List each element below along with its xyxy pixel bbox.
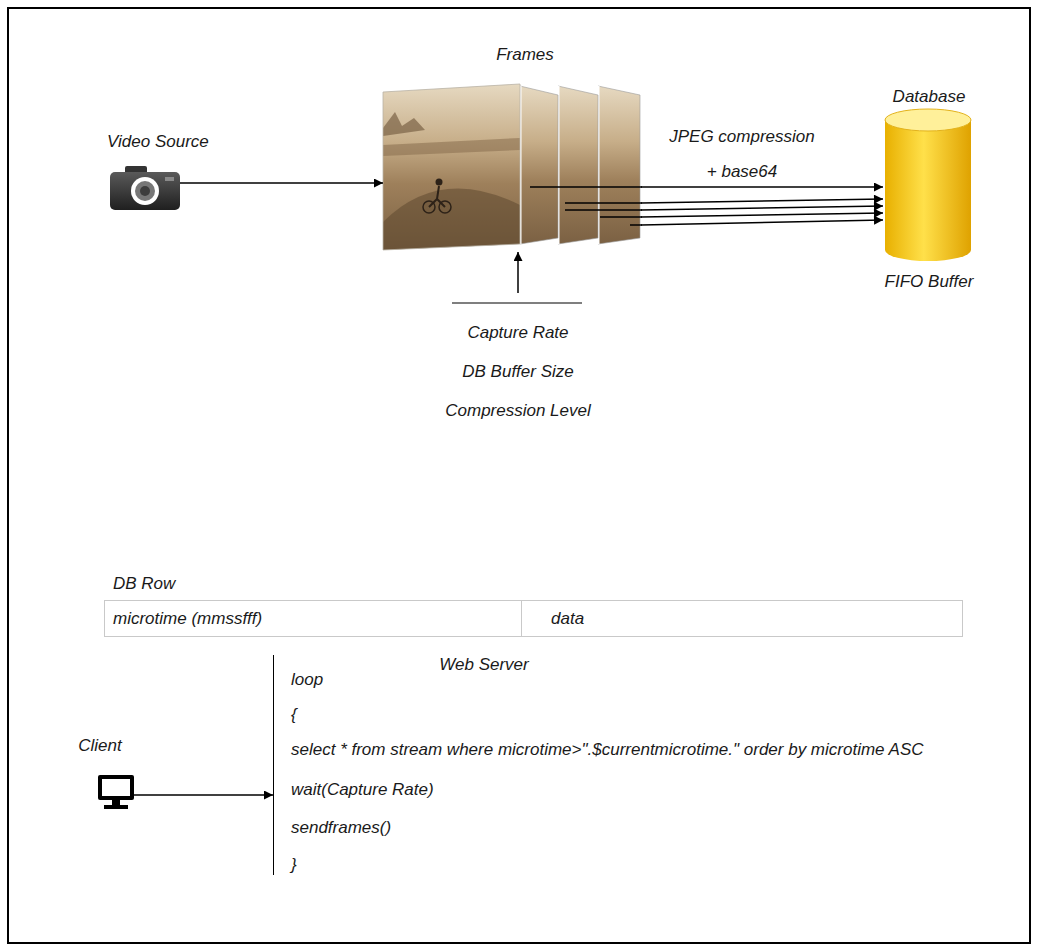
arrow-stub — [630, 224, 642, 226]
code-line: select * from stream where microtime>".$… — [291, 740, 924, 760]
outer-frame — [8, 8, 1030, 943]
monitor-base — [104, 805, 128, 809]
parameter-label: Capture Rate — [467, 323, 568, 343]
cylinder-top — [885, 109, 971, 131]
client: Client — [98, 775, 134, 810]
table-heading: DB Row — [113, 574, 175, 594]
node-heading: Frames — [496, 45, 554, 65]
node-label: Client — [78, 736, 121, 756]
camera-flash — [165, 177, 174, 181]
frame-strip — [520, 86, 558, 244]
node-caption: FIFO Buffer — [885, 272, 974, 292]
photo-horizon — [383, 138, 520, 156]
arrow-stub — [565, 209, 642, 211]
cylinder-body — [885, 120, 971, 261]
camera-lens — [135, 181, 155, 201]
arrow-stub — [530, 186, 642, 188]
monitor-screen — [102, 779, 130, 796]
flow-arrow — [641, 199, 883, 203]
frame-strip — [558, 86, 598, 244]
database-cylinder — [885, 109, 971, 261]
db-row-table: DB Rowmicrotime (mmssfff)data — [104, 600, 963, 637]
frame-strip — [598, 86, 640, 244]
flow-arrow — [180, 182, 383, 184]
flow-arrow — [641, 206, 883, 210]
camera-lens-ring — [131, 177, 159, 205]
code-line: wait(Capture Rate) — [291, 780, 434, 800]
table-cell: data — [551, 609, 584, 629]
node-heading: Database — [893, 87, 966, 107]
parameter-label: DB Buffer Size — [462, 362, 574, 382]
node-label: Video Source — [107, 132, 209, 152]
camera-body — [110, 172, 180, 210]
monitor-frame — [98, 775, 134, 800]
photo-ground — [383, 84, 521, 250]
computer-icon — [98, 775, 134, 809]
rider — [429, 186, 445, 207]
rider-head — [436, 179, 443, 186]
flow-arrow — [134, 794, 273, 796]
code-line: { — [291, 705, 297, 725]
web-server: Web Server loop { select * from stream wher… — [273, 655, 1003, 875]
code-line: } — [291, 855, 297, 875]
photo-trees — [383, 112, 425, 136]
monitor-neck — [112, 800, 120, 805]
camera-icon — [110, 166, 180, 210]
main-frame — [383, 84, 521, 250]
flow-arrow — [641, 220, 883, 225]
flow-arrow — [641, 186, 883, 188]
frames-picture — [383, 84, 642, 250]
video-source: Video Source — [110, 165, 180, 210]
connector-group — [134, 183, 883, 795]
cell-divider — [521, 601, 522, 636]
table-cell: microtime (mmssfff) — [113, 609, 262, 629]
photo-ramp — [383, 189, 520, 250]
node-heading: Web Server — [439, 655, 528, 675]
camera-lens-core — [140, 186, 150, 196]
edge-label: JPEG compression + base64 — [669, 119, 815, 189]
arrow-stub — [565, 202, 642, 204]
database: DatabaseFIFO Buffer — [883, 108, 975, 263]
parameter-label: Compression Level — [445, 401, 591, 421]
code-line: sendframes() — [291, 818, 391, 838]
main-frame-edge — [383, 84, 520, 250]
frames-stack: Frames — [383, 85, 641, 250]
arrow-stub — [600, 216, 642, 218]
code-line: loop — [291, 670, 323, 690]
leader-bar — [452, 302, 582, 303]
flow-arrow — [641, 213, 883, 217]
leader-arrow — [517, 252, 519, 293]
